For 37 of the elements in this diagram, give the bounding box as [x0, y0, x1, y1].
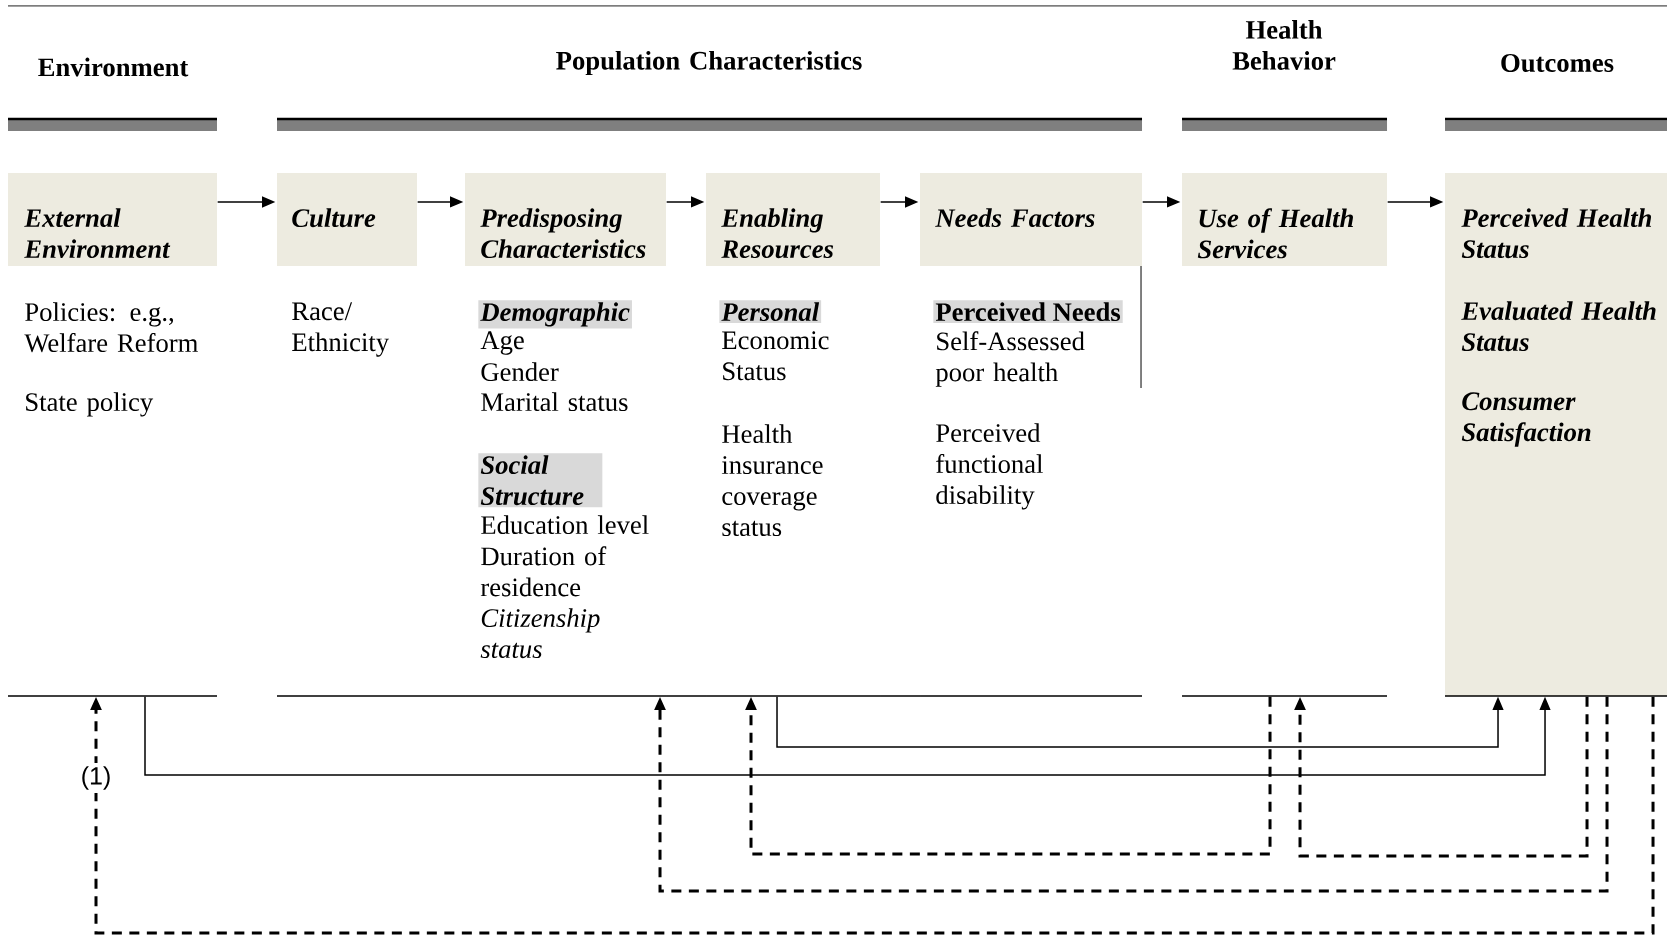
column-title: Population Characteristics — [556, 50, 862, 76]
item-text: Duration of residence — [480, 546, 607, 597]
heading-text: Evaluated Health Status — [1461, 301, 1656, 352]
highlighted-subheading: Perceived Needs — [933, 300, 1123, 324]
item-text: Policies: e.g., Welfare Reform — [24, 302, 198, 353]
item-text: Race/ Ethnicity — [292, 302, 389, 357]
item-text: Self-Assessed poor health — [935, 331, 1085, 387]
arrow — [776, 695, 1504, 748]
item-text: Age — [480, 331, 524, 355]
highlighted-subheading: Personal — [719, 300, 822, 324]
heading-box: Culture — [277, 173, 417, 266]
item-text: Economic Status — [722, 331, 829, 381]
heading-box: Enabling Resources — [706, 173, 880, 266]
arrow — [654, 696, 1609, 893]
arrow — [90, 696, 1655, 935]
heading-text: Perceived Health Status — [1461, 208, 1652, 259]
heading-text: Consumer Satisfaction — [1461, 392, 1591, 447]
column-title: Outcomes — [1501, 54, 1614, 72]
heading-box: Predisposing Characteristics — [465, 173, 666, 266]
column-title: Health Behavior — [1232, 20, 1336, 70]
item-text: Health insurance coverage status — [721, 424, 823, 537]
arrow — [144, 695, 1551, 776]
arrow — [1294, 696, 1589, 858]
column-title: Environment — [38, 57, 189, 77]
heading-box: External Environment — [8, 173, 217, 266]
item-text: Education level — [481, 515, 649, 535]
edge-label: (1) — [77, 763, 115, 793]
item-text: Citizenship status — [480, 608, 600, 659]
heading-box: Use of Health Services — [1182, 173, 1387, 266]
highlighted-subheading: Social Structure — [478, 453, 603, 508]
item-text: Marital status — [481, 392, 628, 412]
item-text: State policy — [26, 392, 154, 417]
item-text: Perceived functional disability — [936, 423, 1043, 510]
arrow — [745, 696, 1272, 856]
item-text: Gender — [481, 362, 559, 382]
highlighted-subheading: Demographic — [478, 300, 632, 329]
heading-box: Needs Factors — [920, 173, 1142, 266]
